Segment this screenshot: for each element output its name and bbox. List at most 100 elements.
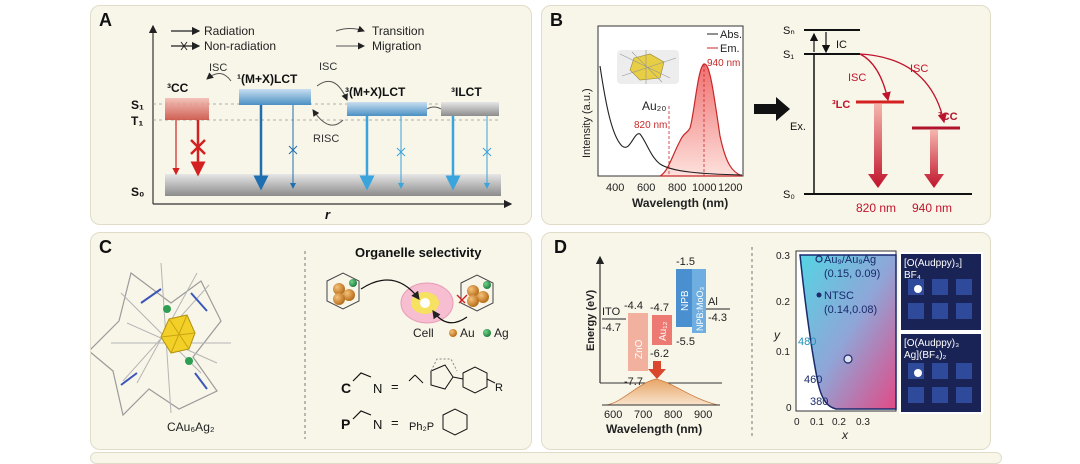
panel-a-letter: A [99, 10, 112, 30]
legend-transition: Transition [372, 24, 424, 38]
ligand-p: P [341, 416, 350, 432]
au20-structure-icon [617, 50, 679, 84]
ilct-state-box [441, 102, 499, 116]
cie-xtick-3: 0.3 [856, 417, 870, 428]
img1-line1: [O(Audppy)₃] [904, 258, 962, 269]
emission-820-arrow [868, 104, 888, 188]
emission-940-arrow [924, 130, 944, 188]
jab-isc2: ISC [910, 63, 928, 75]
isc-left-label: ISC [209, 62, 227, 74]
b-xtick-2: 800 [668, 182, 686, 194]
cie-ytick-1: 0.2 [776, 297, 790, 308]
jab-ex: Ex. [790, 121, 806, 133]
imidazole-ligand-icon [408, 358, 496, 394]
cc-state-box [165, 98, 209, 120]
ag-legend: Ag [494, 326, 509, 340]
cie-w460: 460 [804, 374, 822, 386]
cie-legend2: NTSC [824, 290, 854, 302]
cie-legend2-val: (0.14,0.08) [824, 304, 877, 316]
panel-b-letter: B [550, 10, 563, 30]
non-radiation-cross-icon [180, 41, 188, 51]
b-xlabel: Wavelength (nm) [632, 196, 728, 210]
organelle-title: Organelle selectivity [355, 245, 482, 260]
legend-non-radiation: Non-radiation [204, 39, 276, 53]
cie-xlabel: x [841, 428, 849, 442]
panel-a-diagram: Radiation Non-radiation Transition Migra… [131, 24, 513, 222]
peak-940: 940 nm [707, 58, 740, 69]
panel-d-letter: D [554, 237, 567, 257]
au-bot: -6.2 [650, 348, 669, 360]
zno-layer [628, 313, 648, 371]
c-cluster-icon [326, 272, 360, 310]
ligand-n1: N [373, 381, 382, 396]
d-xtick-3: 900 [694, 409, 712, 421]
cie-legend1-val: (0.15, 0.09) [824, 268, 880, 280]
bottom-panel-edge [90, 452, 1002, 464]
el-arrow-icon [648, 361, 666, 379]
d-xtick-1: 700 [634, 409, 652, 421]
d-ylabel: Energy (eV) [585, 290, 597, 351]
cie-ytick-0: 0.3 [776, 251, 790, 262]
panel-d: D Energy (eV) ITO -4.7 -4.4 ZnO -7.7 -4.… [541, 232, 991, 450]
ito-value: -4.7 [602, 322, 621, 334]
cluster-label: Au₂₀ [642, 99, 666, 113]
cell-label: Cell [413, 326, 434, 340]
panel-c: C CAu₆Ag₂ Organelle selectivity [90, 232, 532, 450]
level-s1: S₁ [131, 98, 144, 112]
eq-sign-2: = [391, 415, 399, 430]
jab-s0: S₀ [783, 189, 795, 201]
state-mxlct3: ³(M+X)LCT [345, 85, 406, 99]
legend-migration: Migration [372, 39, 421, 53]
molecule-label: CAu₆Ag₂ [167, 420, 215, 434]
cie-xtick-0: 0 [794, 417, 800, 428]
jab-isc1: ISC [848, 72, 866, 84]
jab-lc: ³LC [832, 99, 850, 111]
el-spectrum [605, 378, 719, 406]
level-s0: S₀ [131, 185, 144, 199]
panel-a: A Radiation Non-radiation Transition Mig… [90, 5, 532, 225]
non-radiative-cross-icon [190, 139, 206, 155]
jab-ic: IC [836, 39, 847, 51]
panel-c-letter: C [99, 237, 112, 257]
npbmoo-label: NPB:MoO₃ [695, 286, 705, 331]
img2-line1: [O(Audppy)₃ [904, 338, 959, 349]
au-layer-label: Au₁₂ [658, 321, 669, 341]
d-xtick-2: 800 [664, 409, 682, 421]
p-cluster-icon [456, 274, 494, 312]
panel-b-diagram: Intensity (a.u.) Abs. Em. 940 nm Au₂₀ 82… [581, 25, 972, 215]
risc-label: RISC [313, 133, 339, 145]
b-ylabel: Intensity (a.u.) [581, 88, 593, 158]
ligand-r: R [495, 382, 503, 394]
b-xtick-1: 600 [637, 182, 655, 194]
jab-cc: ³CC [938, 111, 958, 123]
panel-d-diagram: Energy (eV) ITO -4.7 -4.4 ZnO -7.7 -4.7 … [585, 247, 983, 442]
mxlct3-state-box [347, 102, 427, 116]
state-mxlct1: ¹(M+X)LCT [237, 72, 298, 86]
emission-curve [659, 63, 743, 177]
cie-point [843, 354, 853, 364]
transition-legend-arrow [335, 25, 365, 33]
npbmoo-bot: -5.5 [676, 336, 695, 348]
zno-label: ZnO [634, 339, 645, 359]
cie-xtick-2: 0.2 [832, 417, 846, 428]
transition-arrow-icon [754, 97, 790, 121]
img2-line2: Ag](BF₄)₂ [904, 350, 947, 361]
jab-nm820: 820 nm [856, 201, 896, 215]
pyridine-ligand-icon [442, 408, 468, 436]
jab-s1: S₁ [783, 49, 794, 61]
jab-sn: Sₙ [783, 25, 795, 37]
ligand-c: C [341, 380, 351, 396]
npb-label: NPB [680, 290, 691, 311]
cie-xtick-1: 0.1 [810, 417, 824, 428]
cie-ytick-2: 0.1 [776, 347, 790, 358]
state-cc: ³CC [167, 81, 189, 95]
ligand-n2: N [373, 417, 382, 432]
au-top: -4.7 [650, 302, 669, 314]
au-legend: Au [460, 326, 475, 340]
npbmoo-layer [692, 269, 706, 333]
cie-ylabel: y [773, 328, 781, 342]
absorption-curve [599, 65, 743, 176]
cie-w380: 380 [810, 396, 828, 408]
npb-top: -1.5 [676, 256, 695, 268]
cie-ytick-3: 0 [786, 403, 792, 414]
